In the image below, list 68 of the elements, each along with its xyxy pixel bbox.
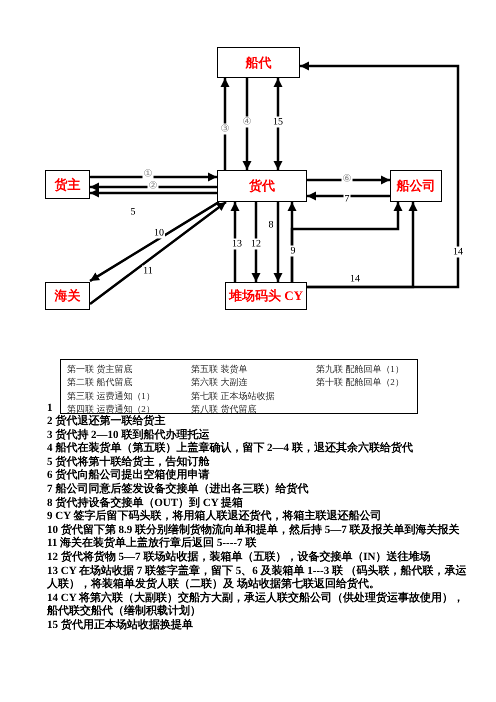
table-entry: 第二联 船代留底 bbox=[67, 376, 132, 389]
edge-label: 9 bbox=[290, 246, 296, 256]
party-box bbox=[225, 282, 307, 310]
arrow bbox=[220, 78, 230, 170]
step-text: 8 货代持设备交接单（OUT）到 CY 提箱 bbox=[47, 496, 244, 510]
party-name: 堆场码头 CY bbox=[228, 287, 304, 305]
step-text: 15 货代用正本场站收据换提单 bbox=[47, 618, 194, 632]
table-entry: 第九联 配舱回单（1） bbox=[316, 363, 404, 376]
table-entry: 第十联 配舱回单（2） bbox=[316, 376, 404, 389]
arrow bbox=[89, 201, 227, 305]
table-entry: 第七联 正本场站收据 bbox=[191, 390, 274, 403]
arrow bbox=[274, 78, 282, 170]
arrow bbox=[300, 62, 460, 288]
edge-label: ⑥ bbox=[342, 174, 352, 184]
table-entry: 第三联 运费通知（1） bbox=[67, 390, 155, 403]
edge-label: 14 bbox=[349, 274, 361, 284]
party-box bbox=[217, 170, 307, 202]
edge-label: ② bbox=[148, 180, 158, 192]
arrow bbox=[230, 202, 240, 282]
step-text: 13 CY 在场站收据 7 联签字盖章，留下 5、6 及装箱单 1---3 联 （码头联，船代联，承运人联），将装箱单发货人联（二联）及 场站收据第七联返回给货代。 bbox=[47, 564, 467, 592]
step-text: 10 货代留下第 8.9 联分别缮制货物流向单和提单，然后持 5—7 联及报关单到海关报关 bbox=[47, 524, 460, 536]
arrow bbox=[89, 200, 220, 282]
edge-label: ③ bbox=[220, 124, 230, 134]
step-number: 1 bbox=[47, 402, 52, 416]
edge-label: 12 bbox=[250, 238, 262, 250]
edge-label: 10 bbox=[153, 228, 165, 238]
arrow bbox=[90, 188, 217, 198]
table-entry: 第四联 运费通知（2） bbox=[67, 403, 155, 414]
party-box bbox=[45, 282, 90, 310]
party-box bbox=[390, 170, 442, 202]
table-entry: 第一联 货主留底 bbox=[67, 363, 132, 376]
arrow bbox=[252, 202, 260, 282]
step-text: 12 货代将货物 5—7 联场站收据，装箱单（五联），设备交接单（IN）送往堆场 bbox=[47, 550, 432, 564]
party-name: 海关 bbox=[54, 287, 80, 305]
step-text: 5 货代将第十联给货主，告知订舱 bbox=[47, 456, 210, 468]
edge-label: 15 bbox=[272, 116, 284, 128]
party-name: 货代 bbox=[249, 177, 275, 195]
arrow bbox=[90, 172, 217, 182]
party-name: 船公司 bbox=[396, 177, 436, 195]
edge-label: 11 bbox=[142, 266, 154, 276]
table-entry: 第六联 大副连 bbox=[191, 376, 248, 389]
edge-label: 14 bbox=[452, 246, 464, 258]
arrow bbox=[90, 182, 217, 192]
step-text: 9 CY 签字后留下码头联，将用箱人联退还货代，将箱主联退还船公司 bbox=[47, 510, 382, 524]
arrow bbox=[274, 202, 282, 282]
edge-label: 5 bbox=[130, 206, 136, 218]
edge-label: 13 bbox=[231, 238, 243, 250]
step-text: 6 货代向船公司提出空箱使用申请 bbox=[47, 469, 210, 482]
step-text: 11 海关在装货单上盖放行章后返回 5----7 联 bbox=[47, 537, 258, 550]
party-name: 货主 bbox=[54, 176, 80, 194]
arrow bbox=[290, 202, 402, 282]
party-box bbox=[45, 170, 90, 199]
edge-label: 7 bbox=[344, 194, 350, 204]
arrow bbox=[307, 192, 390, 200]
arrow bbox=[307, 176, 390, 184]
arrow bbox=[242, 78, 252, 170]
step-text: 14 CY 将第六联（大副联）交船方大副，承运人联交船公司（供处理货运事故使用），船代联交船代（缮制积载计划） bbox=[47, 592, 465, 618]
step-text: 3 货代持 2—10 联到船代办理托运 bbox=[47, 428, 210, 441]
step-text: 2 货代退还第一联给货主 bbox=[47, 415, 166, 428]
step-text: 7 船公司同意后签发设备交接单（进出各三联）给货代 bbox=[47, 482, 310, 496]
party-name: 船代 bbox=[246, 54, 272, 72]
party-box bbox=[217, 47, 300, 78]
edge-label: ① bbox=[142, 168, 154, 180]
edge-label: ④ bbox=[242, 116, 252, 128]
table-entry: 第五联 装货单 bbox=[191, 363, 248, 376]
table-entry: 第八联 货代留底 bbox=[191, 403, 256, 416]
step-text: 4 船代在装货单（第五联）上盖章确认，留下 2—4 联，退还其余六联给货代 bbox=[47, 442, 414, 456]
edge-label: 8 bbox=[268, 220, 274, 230]
